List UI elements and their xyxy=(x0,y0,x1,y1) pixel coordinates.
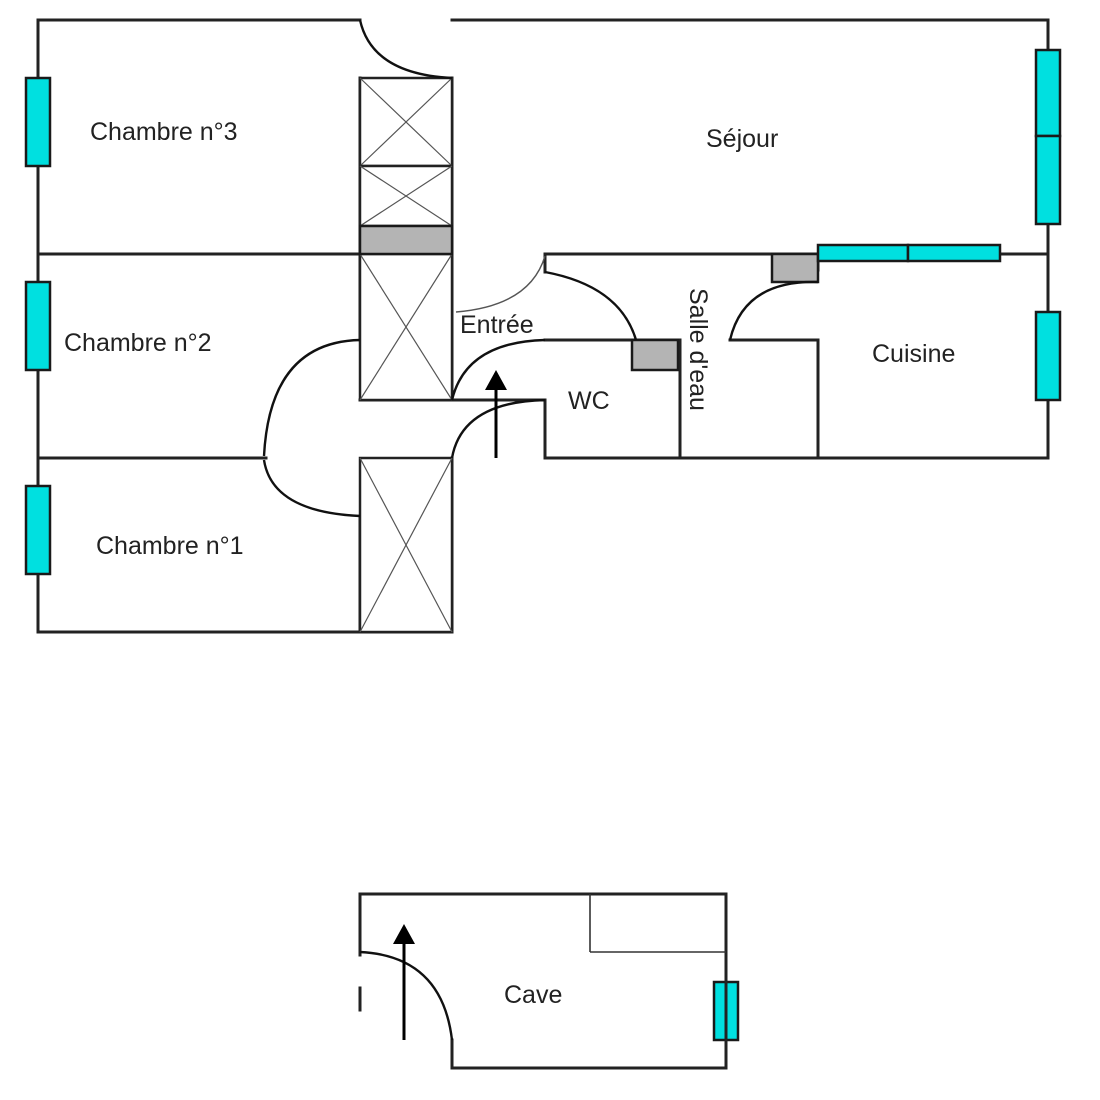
label-cuisine: Cuisine xyxy=(872,340,955,368)
closet-middle-x2 xyxy=(359,253,453,401)
window-kitchen-top-a xyxy=(816,243,910,263)
window-kitchen-top-b xyxy=(906,243,1002,263)
label-chambre1: Chambre n°1 xyxy=(96,532,244,560)
duct-closet xyxy=(358,224,454,256)
label-salle-eau: Salle d'eau xyxy=(684,288,712,411)
label-chambre2: Chambre n°2 xyxy=(64,329,212,357)
door-chambre1 xyxy=(262,459,361,518)
window-kitchen-right xyxy=(1034,310,1062,402)
door-entrance xyxy=(450,398,546,459)
room-labels: Chambre n°3 Séjour Chambre n°2 Entrée Sa… xyxy=(64,118,955,1009)
closet-top-a-x2 xyxy=(359,77,453,167)
window-chambre1 xyxy=(24,484,52,576)
label-chambre3: Chambre n°3 xyxy=(90,118,238,146)
duct-bathroom-top xyxy=(770,252,820,284)
entrance-arrow xyxy=(485,370,507,458)
door-entree-sejour xyxy=(455,255,546,313)
windows xyxy=(24,48,1062,1042)
doors xyxy=(262,19,819,518)
closets xyxy=(358,76,454,634)
closet-top-b-x2 xyxy=(359,165,453,227)
door-bathroom-left xyxy=(544,270,638,341)
door-sejour-top xyxy=(358,19,453,80)
window-chambre3 xyxy=(24,76,52,168)
entrance-arrow-head xyxy=(485,370,507,390)
duct-wc xyxy=(630,338,680,372)
label-entree: Entrée xyxy=(460,311,534,339)
door-bathroom-right xyxy=(728,280,819,341)
label-sejour: Séjour xyxy=(706,125,778,153)
ducts xyxy=(358,224,820,372)
cave-plan xyxy=(358,892,728,1070)
label-wc: WC xyxy=(568,387,610,415)
cave-arrow-head xyxy=(393,924,415,944)
window-chambre2 xyxy=(24,280,52,372)
closet-lower-x2 xyxy=(359,457,453,633)
window-sejour-upper xyxy=(1034,48,1062,138)
door-chambre2 xyxy=(262,338,361,457)
window-sejour-lower xyxy=(1034,134,1062,226)
label-cave: Cave xyxy=(504,981,562,1009)
door-wc-upper xyxy=(450,338,546,401)
cave-door xyxy=(359,950,454,1041)
